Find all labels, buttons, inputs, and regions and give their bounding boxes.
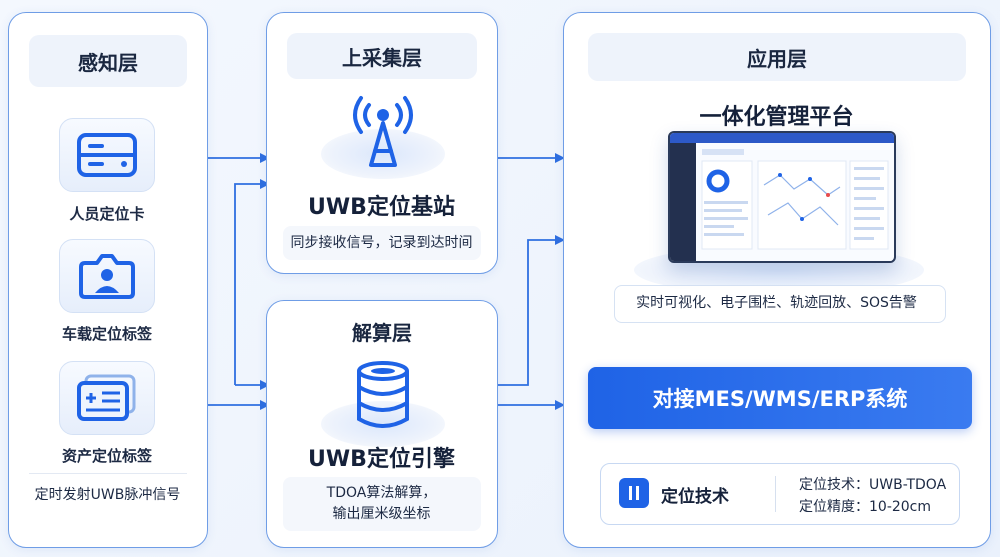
collection-layer-panel: 上采集层 UWB定位基站 同步接收信号，记录到达时间 bbox=[266, 12, 498, 274]
perception-item-label-1: 人员定位卡 bbox=[69, 205, 145, 223]
collection-layer-title: 上采集层 bbox=[287, 33, 477, 79]
positioning-tech-title: 定位技术 bbox=[661, 487, 729, 507]
dashboard-sidebar bbox=[670, 143, 696, 261]
id-card-icon bbox=[77, 133, 137, 177]
antenna-tower-icon bbox=[353, 96, 413, 167]
database-icon bbox=[357, 361, 409, 428]
perception-layer-title: 感知层 bbox=[29, 35, 187, 87]
solver-engine-name: UWB定位引擎 bbox=[308, 447, 455, 472]
perception-item-label-2: 车载定位标签 bbox=[61, 325, 152, 343]
arrow-solver-to-app bbox=[498, 235, 565, 386]
perception-footer: 定时发射UWB脉冲信号 bbox=[34, 487, 181, 503]
collection-desc: 同步接收信号，记录到达时间 bbox=[290, 235, 473, 251]
features-box bbox=[614, 285, 946, 323]
positioning-tech-box: 定位技术 定位技术：UWB-TDOA 定位精度：10-20cm bbox=[600, 463, 960, 525]
positioning-tech-line-2: 定位精度：10-20cm bbox=[799, 499, 932, 515]
solver-desc-box bbox=[283, 477, 481, 531]
collection-device-name: UWB定位基站 bbox=[308, 195, 455, 220]
solver-desc-line-1: TDOA算法解算， bbox=[326, 485, 437, 501]
platform-title: 一体化管理平台 bbox=[699, 105, 854, 130]
tech-divider bbox=[775, 476, 776, 512]
vehicle-tag-icon-box bbox=[59, 239, 155, 313]
arrow-loop-to-collection bbox=[234, 179, 270, 385]
id-card-icon-box bbox=[59, 118, 155, 192]
dashboard-screenshot bbox=[668, 131, 896, 263]
solver-desc-line-2: 输出厘米级坐标 bbox=[332, 506, 431, 522]
solver-layer-title: 解算层 bbox=[352, 320, 412, 345]
collection-desc-box bbox=[283, 226, 481, 260]
dashboard-content bbox=[698, 145, 892, 261]
asset-tag-icon-box bbox=[59, 361, 155, 435]
positioning-tech-icon bbox=[619, 478, 649, 508]
perception-divider bbox=[29, 473, 187, 474]
positioning-tech-line-1: 定位技术：UWB-TDOA bbox=[799, 477, 947, 493]
perception-layer-panel: 感知层 人员定位卡 车载定位标签 资产定位标签 定时发射UWB脉 bbox=[8, 12, 208, 548]
platform-features: 实时可视化、电子围栏、轨迹回放、SOS告警 bbox=[636, 295, 917, 311]
solver-layer-panel: 解算层 UWB定位引擎 TDOA算法解算， 输出厘米级坐标 bbox=[266, 300, 498, 548]
application-layer-title: 应用层 bbox=[588, 33, 966, 81]
tower-halo bbox=[321, 129, 445, 179]
perception-item-label-3: 资产定位标签 bbox=[61, 447, 152, 465]
vehicle-tag-icon bbox=[79, 254, 135, 299]
dashboard-topbar bbox=[670, 133, 894, 143]
asset-tag-icon bbox=[77, 374, 136, 421]
integration-bar: 对接MES/WMS/ERP系统 bbox=[588, 367, 972, 429]
